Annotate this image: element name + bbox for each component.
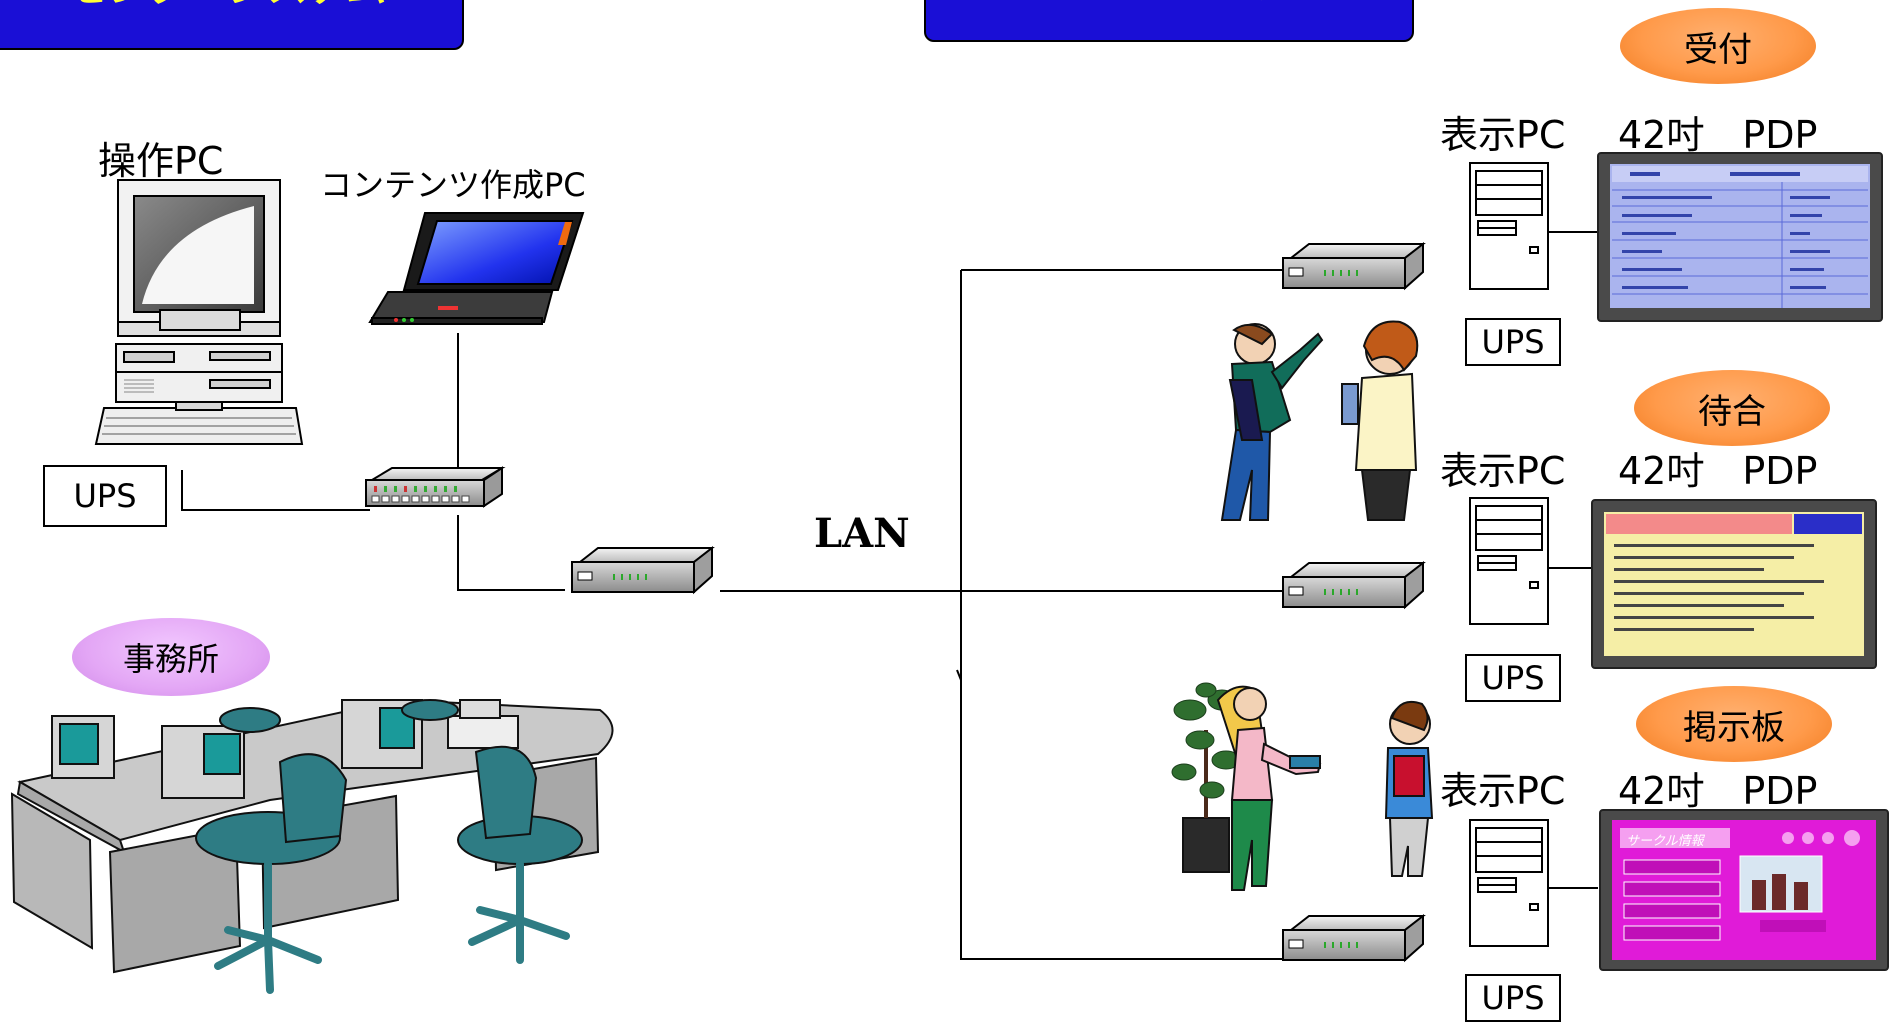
operation-pc-label: 操作PC xyxy=(98,139,224,183)
connector-lines xyxy=(181,231,1598,960)
screen-label-2: 42吋 PDP xyxy=(1618,449,1818,493)
router-icon-1 xyxy=(1282,241,1426,291)
router-icon-center xyxy=(571,545,715,595)
bulletin-screen-title: サークル情報 xyxy=(1626,834,1704,849)
people-handover-icon xyxy=(1171,682,1434,891)
office-oval: 事務所 xyxy=(72,618,270,696)
reception-label: 受付 xyxy=(1684,29,1752,70)
line-hub-to-router xyxy=(457,515,565,591)
content-pc-label: コンテンツ作成PC xyxy=(320,166,586,204)
lan-label: LAN xyxy=(814,510,910,557)
router-icon-2 xyxy=(1282,560,1426,610)
ups-box-2: UPS xyxy=(1465,654,1561,702)
screen-label-3: 42吋 PDP xyxy=(1618,769,1818,813)
line-bus-tick xyxy=(956,669,962,681)
display-pc-label-3: 表示PC xyxy=(1440,769,1566,813)
local-system-title-text: ローカルシステム xyxy=(1010,0,1329,9)
center-system-title-text: センターシステム xyxy=(68,0,386,13)
people-pointing-icon xyxy=(1220,320,1419,521)
ups-label-center: UPS xyxy=(73,477,137,515)
center-system-title: センターシステム xyxy=(0,0,464,50)
display-pc-label-2: 表示PC xyxy=(1440,449,1566,493)
office-desks-icon xyxy=(10,698,614,994)
ups-box-3: UPS xyxy=(1465,974,1561,1022)
pdp-display-waiting xyxy=(1591,499,1877,669)
display-pc-tower-1 xyxy=(1469,162,1549,290)
bulletin-oval: 掲示板 xyxy=(1636,686,1832,762)
line-ups-to-hub xyxy=(181,470,370,511)
display-pc-tower-2 xyxy=(1469,497,1549,625)
ups-box-center: UPS xyxy=(43,465,167,527)
ups-label-1: UPS xyxy=(1481,323,1545,361)
bulletin-label: 掲示板 xyxy=(1683,707,1785,748)
ups-box-1: UPS xyxy=(1465,318,1561,366)
waiting-oval: 待合 xyxy=(1634,370,1830,446)
pdp-display-bulletin xyxy=(1599,809,1889,971)
ups-label-3: UPS xyxy=(1481,979,1545,1017)
pdp-display-reception xyxy=(1597,152,1883,322)
waiting-label: 待合 xyxy=(1698,391,1766,432)
operation-pc-icon xyxy=(94,179,304,445)
display-pc-label-1: 表示PC xyxy=(1440,113,1566,157)
laptop-icon xyxy=(368,212,585,325)
switching-hub-icon xyxy=(365,466,506,508)
ups-label-2: UPS xyxy=(1481,659,1545,697)
display-pc-tower-3 xyxy=(1469,819,1549,947)
router-icon-3 xyxy=(1282,913,1426,963)
reception-oval: 受付 xyxy=(1620,8,1816,84)
local-system-title: ローカルシステム xyxy=(924,0,1414,42)
screen-label-1: 42吋 PDP xyxy=(1618,113,1818,157)
office-label: 事務所 xyxy=(122,640,219,678)
